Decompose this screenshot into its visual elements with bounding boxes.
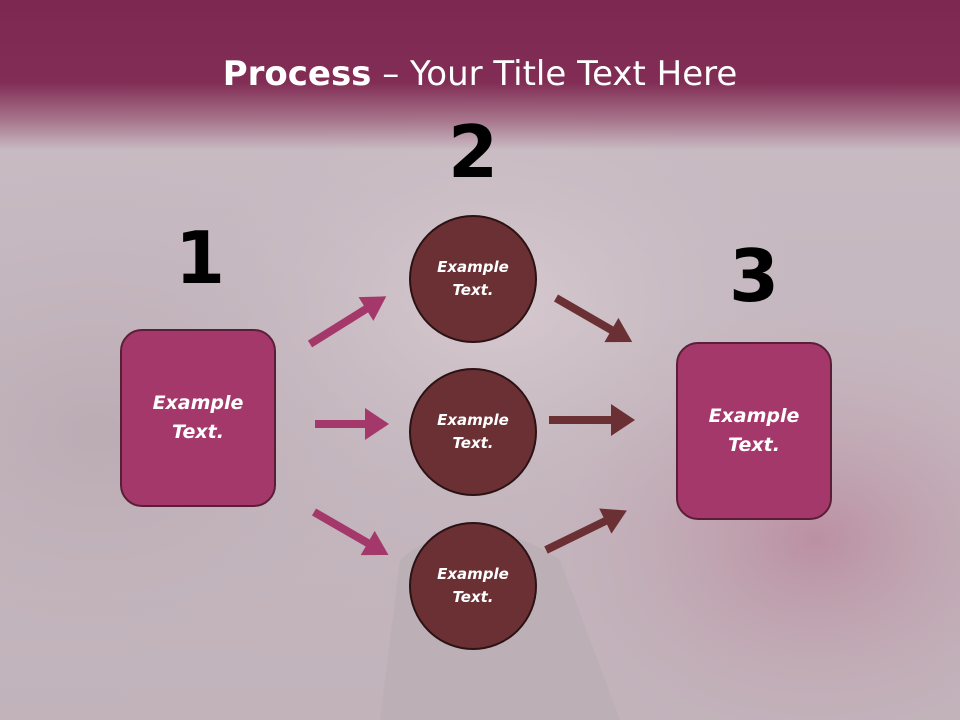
step-number-1: 1 [174, 216, 226, 300]
step2-circle-middle: Example Text. [409, 368, 537, 496]
step3-box: Example Text. [676, 342, 832, 520]
step1-box-text: Example Text. [152, 392, 244, 443]
arrow-left-up [307, 296, 387, 348]
step1-box: Example Text. [120, 329, 276, 507]
circle-middle-text: Example Text. [437, 411, 509, 452]
step-number-2: 2 [447, 110, 499, 194]
title-rest: – Your Title Text Here [371, 54, 738, 94]
slide-title: Process – Your Title Text Here [0, 52, 960, 96]
step2-circle-top: Example Text. [409, 215, 537, 343]
step-number-3: 3 [728, 234, 780, 318]
circle-bottom-text: Example Text. [437, 565, 509, 606]
step3-box-text: Example Text. [708, 405, 800, 456]
arrow-left-down [312, 508, 389, 556]
arrow-right-down [554, 294, 633, 343]
arrow-left-middle [315, 408, 389, 440]
circle-top-text: Example Text. [437, 258, 509, 299]
arrow-right-up [544, 508, 627, 554]
step2-circle-bottom: Example Text. [409, 522, 537, 650]
title-bold: Process [222, 54, 372, 94]
header-band [0, 0, 960, 150]
arrow-right-middle [549, 404, 635, 436]
